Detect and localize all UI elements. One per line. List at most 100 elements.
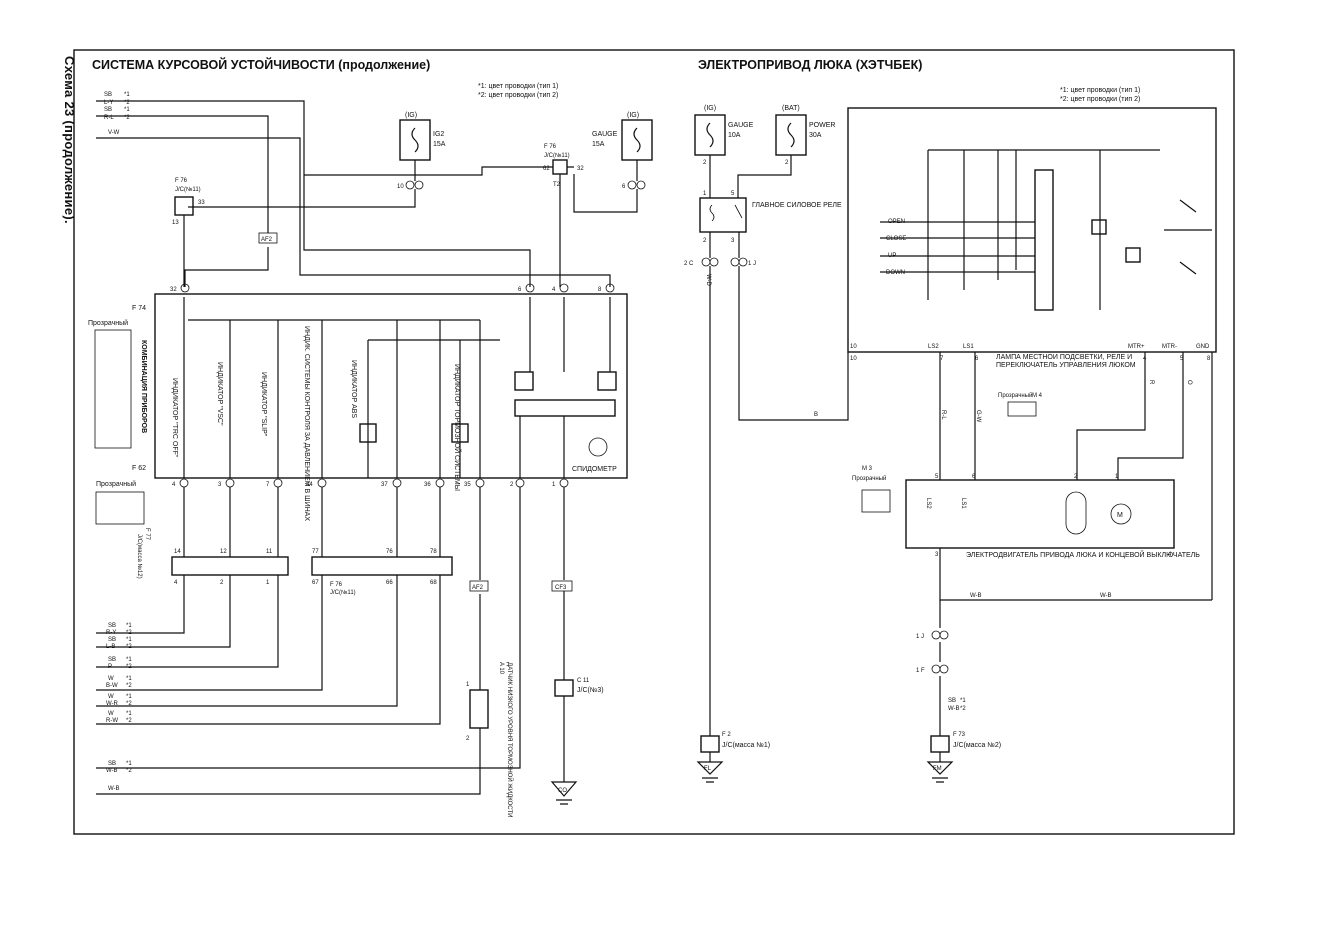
svg-text:ИНДИКАТОР ABS: ИНДИКАТОР ABS: [350, 360, 357, 418]
svg-text:ИНДИК. СИСТЕМЫ КОНТРОЛЯ ЗА ДАВ: ИНДИК. СИСТЕМЫ КОНТРОЛЯ ЗА ДАВЛЕНИЕМ В Ш…: [303, 326, 310, 521]
connector-f74-face: [94, 329, 132, 449]
module-motor-wires: [939, 352, 1213, 600]
wire-label: SB: [104, 92, 112, 98]
svg-text:1: 1: [703, 191, 707, 197]
svg-text:J/C(масса №12): J/C(масса №12): [136, 534, 143, 579]
svg-text:AF2: AF2: [261, 237, 273, 243]
svg-text:*1: *1: [126, 657, 132, 663]
svg-text:*2: *2: [126, 644, 132, 650]
svg-text:(IG): (IG): [704, 105, 716, 112]
svg-text:ДАТЧИК НИЗКОГО УРОВНЯ ТОРМОЗНО: ДАТЧИК НИЗКОГО УРОВНЯ ТОРМОЗНОЙ ЖИДКОСТИ: [506, 662, 514, 817]
connector-af2-top: AF2: [258, 232, 278, 244]
connector-cf3: CF3: [551, 580, 573, 680]
svg-text:8: 8: [598, 287, 602, 293]
svg-text:Прозрачный: Прозрачный: [88, 319, 128, 327]
jc-f2: F 2 J/C(масса №1) FL: [696, 732, 770, 783]
svg-text:66: 66: [386, 580, 393, 586]
svg-text:ИНДИКАТОР ТОРМОЗНОЙ СИСТЕМЫ: ИНДИКАТОР ТОРМОЗНОЙ СИСТЕМЫ: [453, 364, 462, 491]
svg-text:*1: *1: [126, 761, 132, 767]
brake-fluid-sensor: 1 2 A 10 ДАТЧИК НИЗКОГО УРОВНЯ ТОРМОЗНОЙ…: [466, 662, 514, 817]
svg-text:1: 1: [466, 682, 470, 688]
left-diagram-title: СИСТЕМА КУРСОВОЙ УСТОЙЧИВОСТИ (продолжен…: [92, 58, 431, 72]
svg-text:76: 76: [386, 549, 393, 555]
right-note-2: *2: цвет проводки (тип 2): [1060, 96, 1141, 103]
left-bottom-wire-labels: SB*1 R-Y*2 SB*1 L-B*2 SB*1 P*2 W*1 B-W*2…: [106, 623, 132, 792]
svg-text:*2: *2: [126, 630, 132, 636]
svg-text:DOWN: DOWN: [886, 270, 905, 276]
wire-rl: [96, 115, 269, 233]
jc-f76-top: F 76 J/C(№11) 62 32 T2: [304, 144, 584, 287]
svg-text:1 J: 1 J: [916, 634, 924, 640]
svg-text:*2: *2: [126, 683, 132, 689]
svg-text:ИНДИКАТОР "VSC": ИНДИКАТОР "VSC": [216, 362, 223, 426]
svg-text:R-Y: R-Y: [106, 630, 116, 636]
cluster-lower-wires: [96, 487, 565, 769]
connector-m3-face: [861, 489, 891, 513]
svg-text:F 74: F 74: [132, 305, 146, 312]
wire-b-label: B: [814, 412, 818, 418]
svg-text:35: 35: [464, 482, 471, 488]
svg-text:*2: *2: [126, 768, 132, 774]
svg-text:*1: *1: [126, 694, 132, 700]
fuse-ig2: (IG) IG2 15A 10: [188, 112, 446, 208]
left-top-wire-labels: SB *1 L-Y *2 SB *1 R-L *2 V-W: [104, 92, 130, 136]
jc-c11: C 11 J/C(№3): [554, 678, 604, 782]
svg-text:SB: SB: [108, 623, 116, 629]
cluster-top-pins: 32 6 4 8: [170, 283, 615, 293]
svg-text:5: 5: [1180, 356, 1184, 362]
svg-text:14: 14: [174, 549, 181, 555]
svg-text:SB: SB: [948, 698, 956, 704]
svg-text:(IG): (IG): [627, 112, 639, 119]
svg-text:*2: *2: [126, 701, 132, 707]
svg-text:*1: *1: [126, 623, 132, 629]
svg-text:Прозрачный: Прозрачный: [998, 392, 1032, 399]
svg-text:68: 68: [430, 580, 437, 586]
svg-text:F 2: F 2: [722, 732, 731, 738]
svg-text:30A: 30A: [809, 132, 822, 139]
wire-lyr: [96, 100, 531, 287]
svg-text:AF2: AF2: [472, 585, 484, 591]
ground-co: CO: [550, 781, 578, 805]
svg-text:1: 1: [1115, 474, 1119, 480]
svg-text:OPEN: OPEN: [888, 219, 905, 225]
svg-text:33: 33: [198, 200, 205, 206]
wire-label: L-Y: [104, 100, 113, 106]
svg-text:J/C(№11): J/C(№11): [544, 152, 570, 159]
svg-text:32: 32: [577, 166, 584, 172]
svg-text:6: 6: [975, 356, 979, 362]
left-diagram: SB *1 L-Y *2 SB *1 R-L *2 V-W (IG) IG2: [88, 92, 653, 817]
svg-text:34: 34: [306, 482, 313, 488]
svg-text:2: 2: [1074, 474, 1078, 480]
svg-text:2: 2: [466, 736, 470, 742]
svg-text:GND: GND: [1196, 344, 1210, 350]
sunroof-control-module: OPEN CLOSE UP DOWN 10 LS2 LS1 MTR+ MTR- …: [847, 107, 1217, 353]
svg-text:M 4: M 4: [1032, 393, 1043, 399]
svg-text:6: 6: [972, 474, 976, 480]
svg-text:4: 4: [1168, 552, 1172, 558]
svg-text:62: 62: [543, 166, 550, 172]
svg-text:M 3: M 3: [862, 466, 873, 472]
svg-text:*1: *1: [960, 698, 966, 704]
module-label-text: ЛАМПА МЕСТНОЙ ПОДСВЕТКИ, РЕЛЕ И ПЕРЕКЛЮЧ…: [996, 354, 1136, 369]
svg-text:M: M: [1117, 512, 1123, 519]
right-diagram: (IG) GAUGE 10A 2 (BAT) POWER 30A 2 1 5: [684, 105, 1217, 783]
svg-text:GAUGE: GAUGE: [592, 131, 618, 138]
svg-text:W: W: [108, 711, 114, 717]
wire-label: SB: [104, 107, 112, 113]
svg-text:КОМБИНАЦИЯ ПРИБОРОВ: КОМБИНАЦИЯ ПРИБОРОВ: [140, 340, 147, 433]
wire-wb-label-1: W-B: [970, 593, 982, 599]
svg-text:1: 1: [552, 482, 556, 488]
svg-text:11: 11: [266, 549, 273, 555]
wire-af2-down: [184, 247, 269, 287]
svg-text:7: 7: [266, 482, 270, 488]
svg-text:ИНДИКАТОР "TRC OFF": ИНДИКАТОР "TRC OFF": [171, 378, 178, 458]
wire-label: *1: [124, 107, 130, 113]
svg-text:10: 10: [850, 344, 857, 350]
svg-text:*2: *2: [126, 664, 132, 670]
svg-text:7: 7: [940, 356, 944, 362]
svg-text:10A: 10A: [728, 132, 741, 139]
svg-text:6: 6: [622, 184, 626, 190]
svg-text:LS1: LS1: [963, 344, 974, 350]
wire-vw: [96, 137, 611, 287]
